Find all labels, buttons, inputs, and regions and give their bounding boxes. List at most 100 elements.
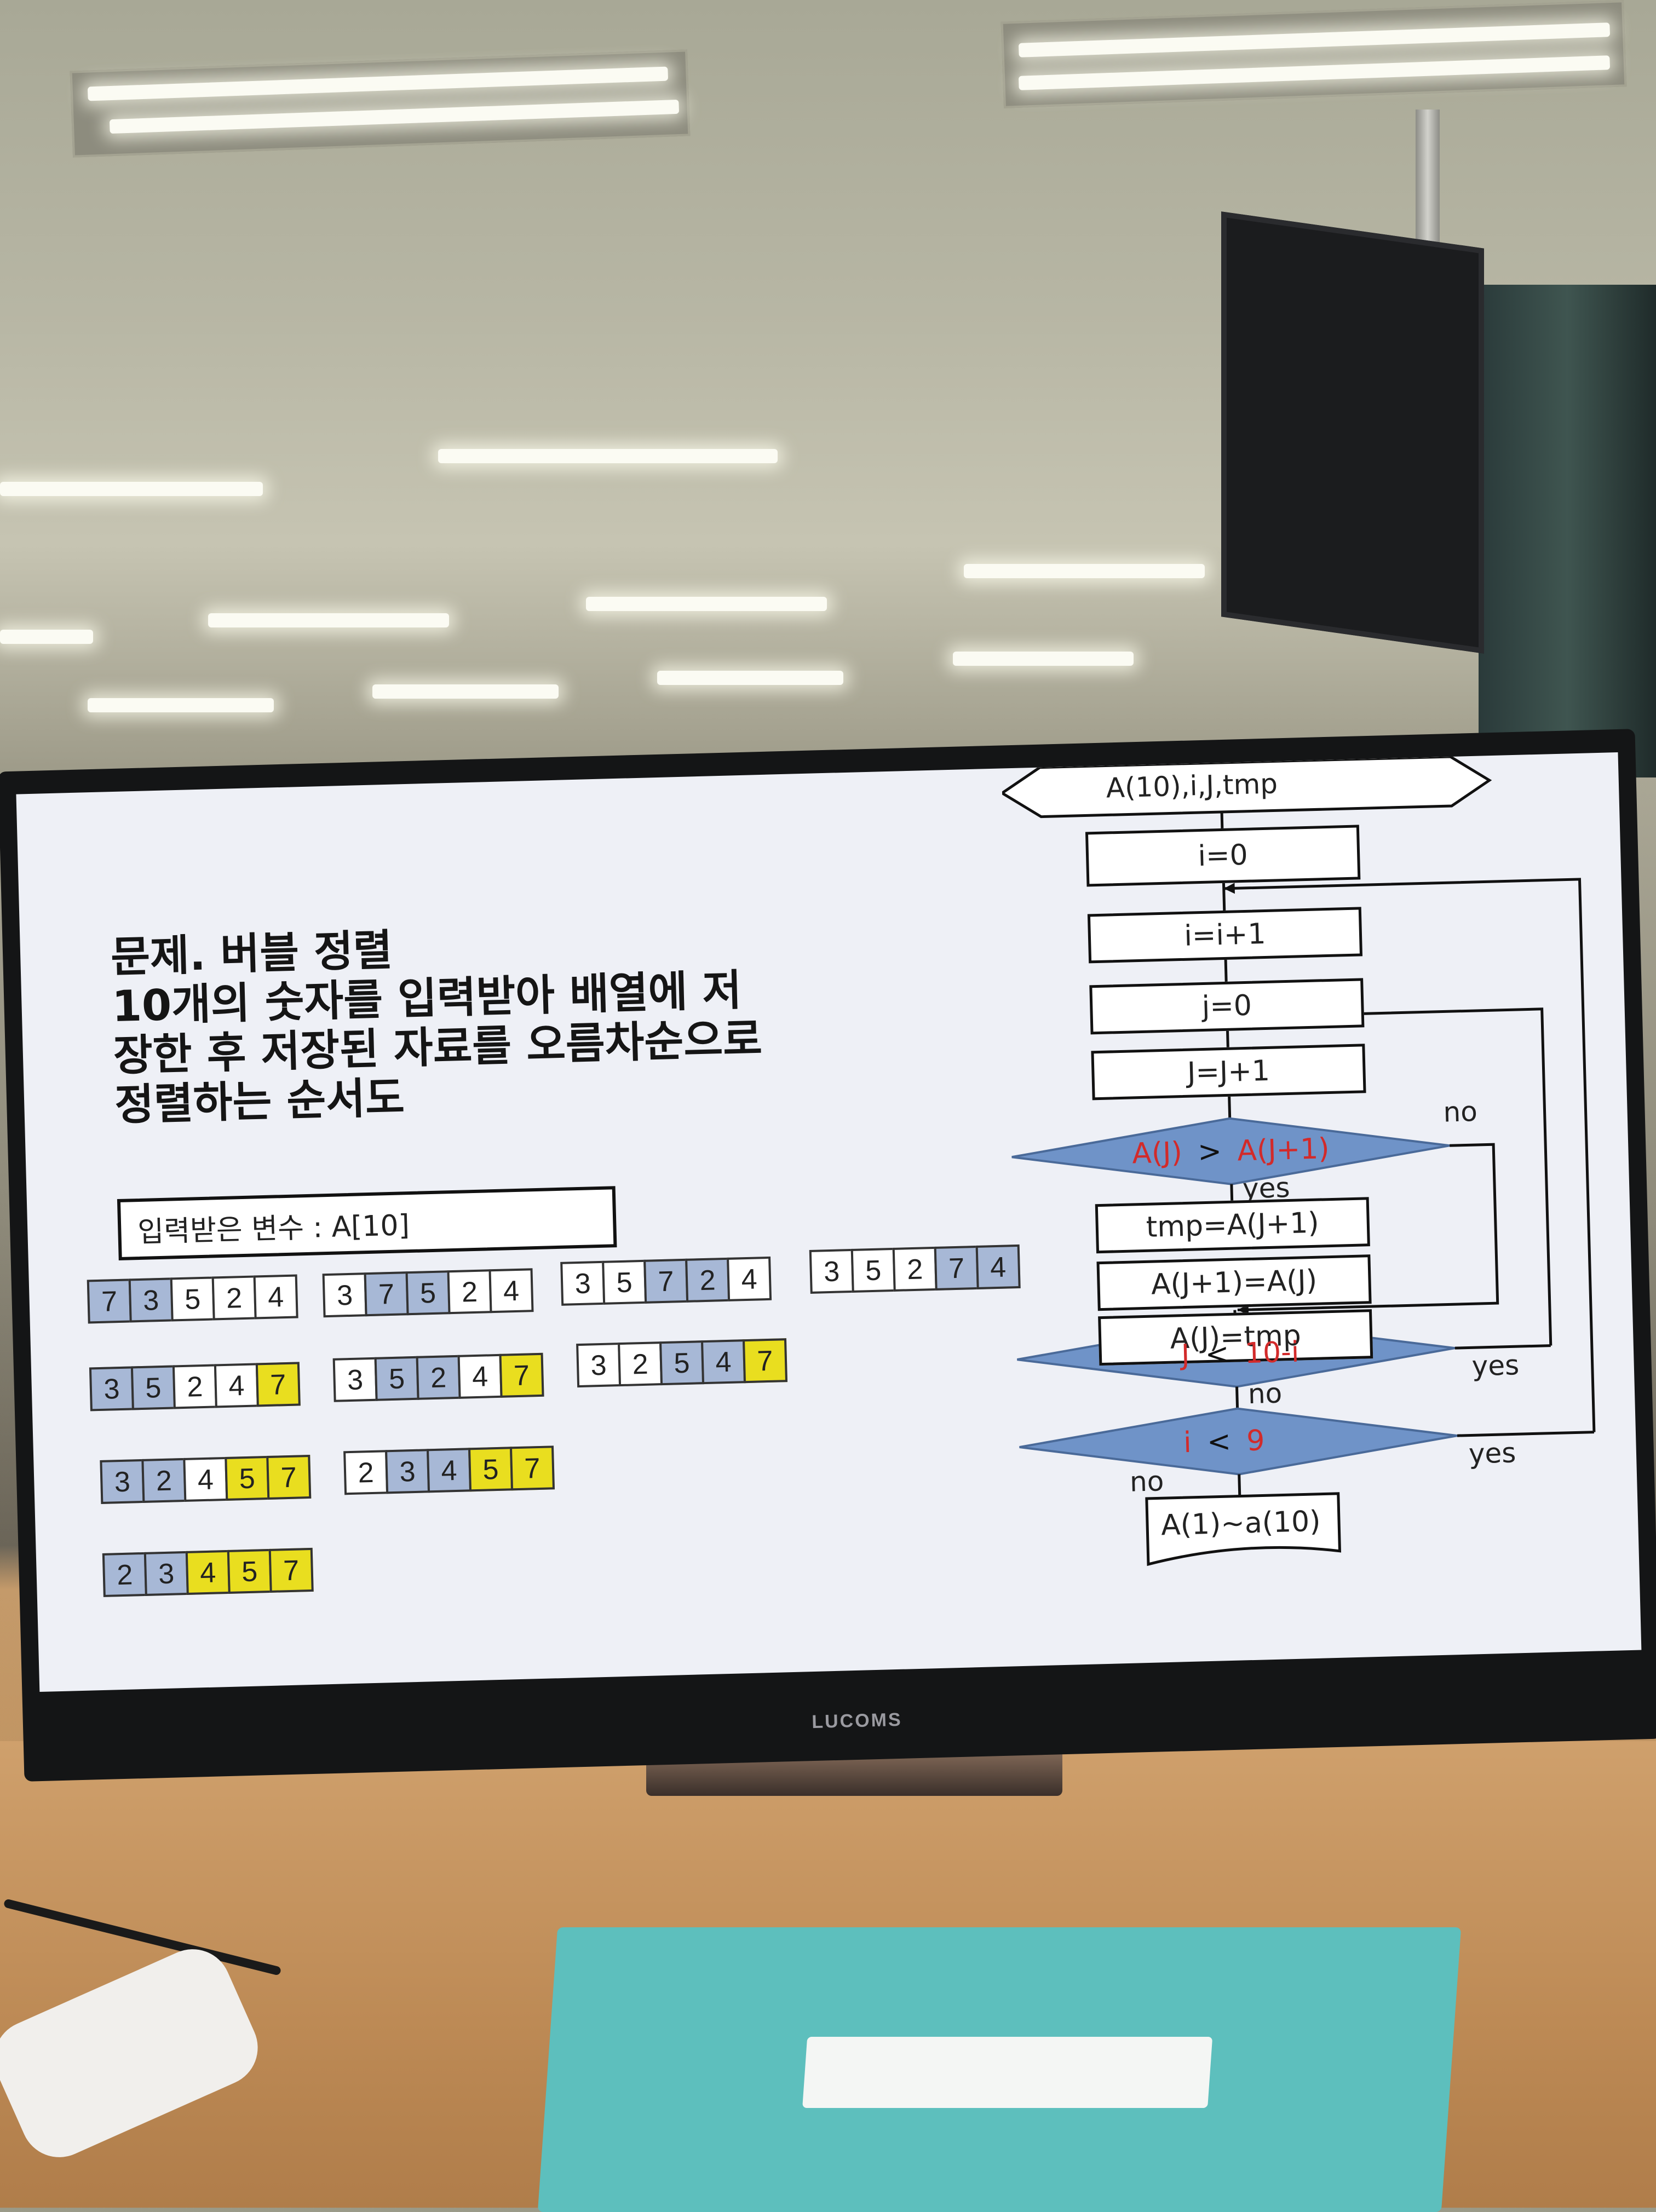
array-cell: 3 [560, 1260, 606, 1306]
lamp-tube [953, 652, 1134, 666]
array-cell: 2 [892, 1246, 938, 1292]
lamp-tube [657, 671, 843, 685]
monitor: 문제. 버블 정렬 10개의 숫자를 입력받아 배열에 저 장한 후 저장된 자… [0, 729, 1656, 1782]
array-cell: 3 [332, 1357, 378, 1402]
folder-label-area [802, 2037, 1213, 2108]
array-cell: 7 [255, 1362, 301, 1407]
array-cell: 7 [509, 1445, 555, 1491]
j-loop-condition: J < 10-i [1181, 1336, 1300, 1372]
cond1-left: A(J) [1131, 1136, 1183, 1171]
array-cell: 2 [141, 1458, 187, 1503]
lamp-tube [208, 613, 449, 627]
inc-i-box: i=i+1 [1087, 907, 1363, 964]
array-cell: 2 [211, 1275, 257, 1321]
cond1-right: A(J+1) [1237, 1132, 1330, 1168]
swap-step-1: tmp=A(J+1) [1095, 1197, 1370, 1254]
declare-shape [1001, 755, 1492, 819]
output-label: A(1)~a(10) [1160, 1505, 1321, 1542]
array-cell: 7 [266, 1454, 312, 1500]
array-cell: 7 [934, 1245, 979, 1291]
array-cell: 2 [685, 1257, 731, 1303]
monitor-brand-logo: LUCOMS [811, 1709, 903, 1733]
array-cell: 5 [227, 1548, 272, 1594]
lamp-tube [586, 597, 827, 611]
slide-title-line-4: 정렬하는 순서도 [114, 1073, 405, 1131]
array-cell: 2 [102, 1552, 147, 1597]
cond2-op: < [1205, 1337, 1230, 1372]
lamp-tube [372, 684, 559, 699]
array-cell: 3 [809, 1248, 854, 1294]
array-cell: 5 [170, 1276, 215, 1322]
window-wall [1479, 285, 1656, 777]
init-j-box: j=0 [1089, 978, 1365, 1035]
lamp-tube [964, 564, 1205, 578]
array-cell: 2 [618, 1341, 663, 1387]
array-cell: 2 [447, 1269, 492, 1315]
array-cell: 5 [468, 1447, 514, 1492]
cond2-right: 10-i [1244, 1335, 1300, 1370]
array-cell: 3 [322, 1272, 367, 1318]
array-cell: 7 [268, 1547, 314, 1593]
array-cell: 4 [700, 1339, 746, 1385]
label-yes-2: yes [1471, 1349, 1520, 1382]
flowchart: A(10),i,J,tmp i=0 i=i+1 j=0 J=J+1 A(J) >… [1001, 752, 1642, 1666]
array-cell: 4 [185, 1549, 231, 1595]
array-cell: 4 [488, 1268, 534, 1314]
array-cell: 3 [143, 1551, 189, 1596]
inc-j-box: J=J+1 [1091, 1044, 1366, 1101]
array-cell: 5 [130, 1365, 176, 1410]
compare-condition: A(J) > A(J+1) [1132, 1132, 1330, 1170]
array-cell: 3 [576, 1343, 622, 1388]
array-cell: 4 [253, 1274, 298, 1320]
array-cell: 7 [643, 1258, 689, 1304]
monitor-screen: 문제. 버블 정렬 10개의 숫자를 입력받아 배열에 저 장한 후 저장된 자… [16, 752, 1642, 1692]
ceiling-mounted-tv [1221, 211, 1484, 654]
lamp-tube [88, 698, 274, 712]
array-cell: 2 [172, 1364, 217, 1409]
init-i-box: i=0 [1085, 825, 1361, 887]
array-cell: 4 [214, 1363, 259, 1408]
array-cell: 4 [183, 1456, 228, 1502]
variable-label-box: 입력받은 변수 : A[10] [117, 1186, 617, 1260]
swap-step-2: A(J+1)=A(J) [1096, 1254, 1372, 1311]
lamp-tube [438, 449, 778, 463]
array-cell: 5 [405, 1270, 451, 1316]
array-cell: 5 [659, 1340, 705, 1386]
array-cell: 4 [427, 1448, 472, 1493]
array-cell: 2 [416, 1355, 461, 1400]
declare-label: A(10),i,J,tmp [1106, 768, 1278, 804]
teal-folder [537, 1927, 1462, 2212]
array-cell: 4 [727, 1256, 772, 1301]
cond3-op: < [1206, 1425, 1232, 1459]
array-cell: 5 [602, 1259, 647, 1305]
array-cell: 4 [457, 1353, 503, 1399]
array-cell: 7 [742, 1338, 788, 1384]
array-cell: 5 [374, 1356, 419, 1401]
label-yes-3: yes [1468, 1437, 1517, 1470]
label-no-2: no [1247, 1377, 1283, 1410]
i-loop-condition: i < 9 [1183, 1424, 1265, 1459]
array-cell: 7 [87, 1278, 132, 1324]
array-cell: 3 [128, 1277, 174, 1323]
cond1-op: > [1197, 1135, 1222, 1169]
cond2-left: J [1181, 1338, 1191, 1372]
lamp-tube [0, 630, 93, 644]
array-cell: 2 [343, 1450, 389, 1495]
lamp-tube [0, 482, 263, 496]
label-no-3: no [1129, 1465, 1165, 1498]
array-cell: 5 [850, 1247, 896, 1293]
label-no-1: no [1442, 1095, 1478, 1128]
array-cell: 7 [364, 1271, 409, 1317]
array-cell: 7 [499, 1352, 544, 1398]
cond3-right: 9 [1246, 1424, 1266, 1458]
array-cell: 3 [100, 1459, 145, 1504]
